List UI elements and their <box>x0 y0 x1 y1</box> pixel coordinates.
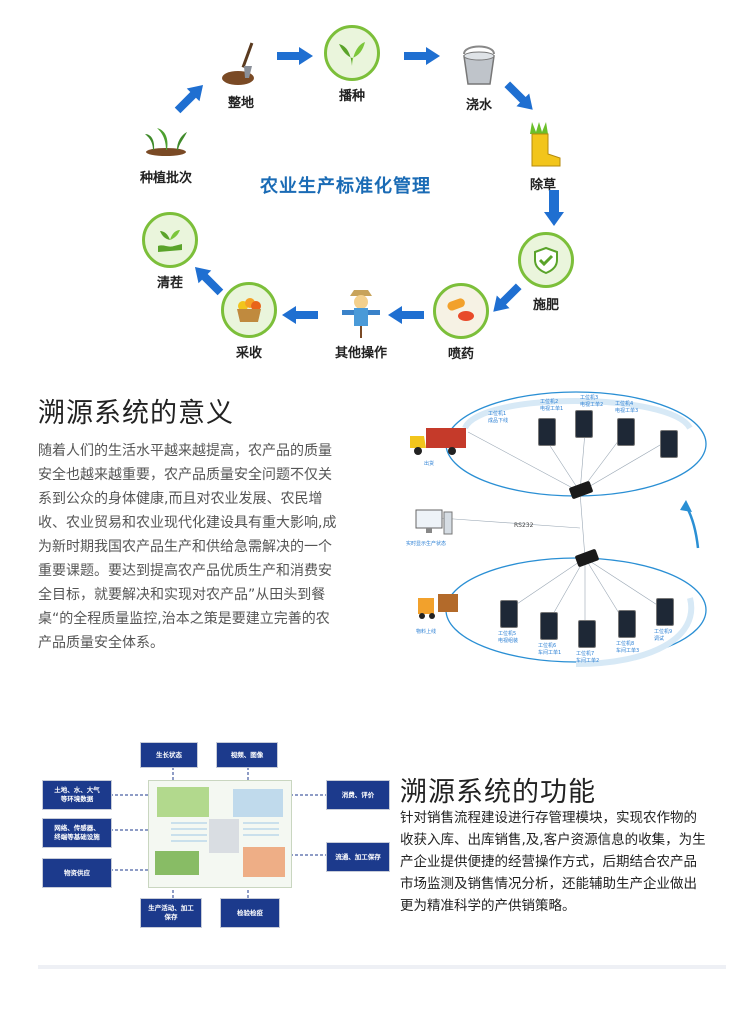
step-label: 清茬 <box>156 276 183 291</box>
terminal-label: 工位机7 车间工单2 <box>576 651 600 664</box>
pills-icon <box>433 283 489 339</box>
step-label: 整地 <box>227 96 254 111</box>
arrow-icon <box>404 47 440 65</box>
computer-label: 实时显示生产状态 <box>406 541 447 547</box>
terminal-icon <box>538 418 556 446</box>
box-growth-status: 生长状态 <box>140 742 198 768</box>
box-consume-review: 消费、评价 <box>326 780 390 810</box>
scarecrow-icon <box>336 288 386 338</box>
step-spray: 喷药 <box>421 283 501 362</box>
arrow-icon <box>493 283 522 312</box>
basket-icon <box>221 282 277 338</box>
arrow-icon <box>194 266 224 296</box>
shield-check-icon <box>518 232 574 288</box>
terminal-label: 工位机8 车间工单3 <box>616 641 640 654</box>
terminal-icon <box>575 410 593 438</box>
network-diagram: 工位机1 成品下线 工位机2 电视工单1 工位机3 电视工单2 工位机4 电视工… <box>400 388 710 668</box>
step-label: 施肥 <box>532 298 559 313</box>
truck-label: 出货 <box>424 461 435 467</box>
terminal-label: 工位机4 电视工单3 <box>615 401 639 414</box>
terminal-icon <box>540 612 558 640</box>
step-harvest: 采收 <box>209 282 289 361</box>
section-body-significance: 随着人们的生活水平越来越提高，农产品的质量安全也越来越重要，农产品质量安全问题不… <box>38 443 337 651</box>
box-env-data: 土地、水、大气 等环境数据 <box>42 780 112 810</box>
arrow-icon <box>277 47 313 65</box>
section-body-functions: 针对销售流程建设进行存管理模块，实现农作物的收获入库、出库销售,及,客户资源信息… <box>400 810 706 914</box>
hand-plant-icon <box>142 212 198 268</box>
section-title-significance: 溯源系统的意义 <box>38 398 234 429</box>
function-diagram: 生长状态 视频、图像 土地、水、大气 等环境数据 网络、传感器、 终端等基础设施… <box>40 740 390 930</box>
step-clear: 清茬 <box>130 212 210 291</box>
box-material-supply: 物资供应 <box>42 858 112 888</box>
terminal-label: 工位机2 电视工单1 <box>540 399 564 412</box>
step-fertilize: 施肥 <box>506 232 586 313</box>
section-title-functions: 溯源系统的功能 <box>400 777 596 808</box>
arrow-icon <box>282 306 318 324</box>
step-label: 种植批次 <box>139 171 192 186</box>
step-water: 浇水 <box>439 40 519 113</box>
step-batch: 种植批次 <box>126 113 206 186</box>
terminal-label: 工位机6 车间工单1 <box>538 643 562 656</box>
terminal-label: 工位机1 成品下线 <box>488 411 509 424</box>
forklift-icon <box>414 586 460 620</box>
arrow-icon <box>388 306 424 324</box>
step-other: 其他操作 <box>321 288 401 361</box>
step-label: 除草 <box>529 178 556 193</box>
forklift-label: 物料上线 <box>416 629 437 635</box>
step-label: 采收 <box>235 346 262 361</box>
cycle-title: 农业生产标准化管理 <box>260 176 431 197</box>
boot-grass-icon <box>518 120 568 170</box>
terminal-label: 工位机3 电视工单2 <box>580 395 604 408</box>
truck-icon <box>408 426 468 456</box>
arrow-icon <box>544 190 564 226</box>
box-video-image: 视频、图像 <box>216 742 278 768</box>
terminal-icon <box>578 620 596 648</box>
terminal-icon <box>617 418 635 446</box>
step-label: 其他操作 <box>334 346 387 361</box>
step-sow: 播种 <box>312 25 392 104</box>
production-illustration <box>148 780 292 888</box>
shovel-soil-icon <box>216 38 266 88</box>
terminal-label: 工位机9 调试 <box>654 629 673 642</box>
step-weed: 除草 <box>503 120 583 193</box>
seedling-icon <box>324 25 380 81</box>
box-production: 生产活动、加工 保存 <box>140 898 202 928</box>
terminal-icon <box>660 430 678 458</box>
computer-icon <box>414 508 454 538</box>
terminal-icon <box>500 600 518 628</box>
terminal-label: 工位机5 电视组装 <box>498 631 519 644</box>
arrow-icon <box>504 81 533 110</box>
box-circulation: 流通、加工保存 <box>326 842 390 872</box>
divider <box>38 965 726 969</box>
step-label: 喷药 <box>447 347 474 362</box>
bucket-icon <box>454 40 504 90</box>
sprouts-icon <box>141 113 191 163</box>
step-label: 播种 <box>338 89 365 104</box>
link-label: RS232 <box>514 522 534 529</box>
terminal-icon <box>618 610 636 638</box>
box-infrastructure: 网络、传感器、 终端等基础设施 <box>42 818 112 848</box>
terminal-icon <box>656 598 674 626</box>
box-inspection: 检验检疫 <box>220 898 280 928</box>
step-till: 整地 <box>201 38 281 111</box>
arrow-icon <box>174 84 204 114</box>
step-label: 浇水 <box>465 98 492 113</box>
